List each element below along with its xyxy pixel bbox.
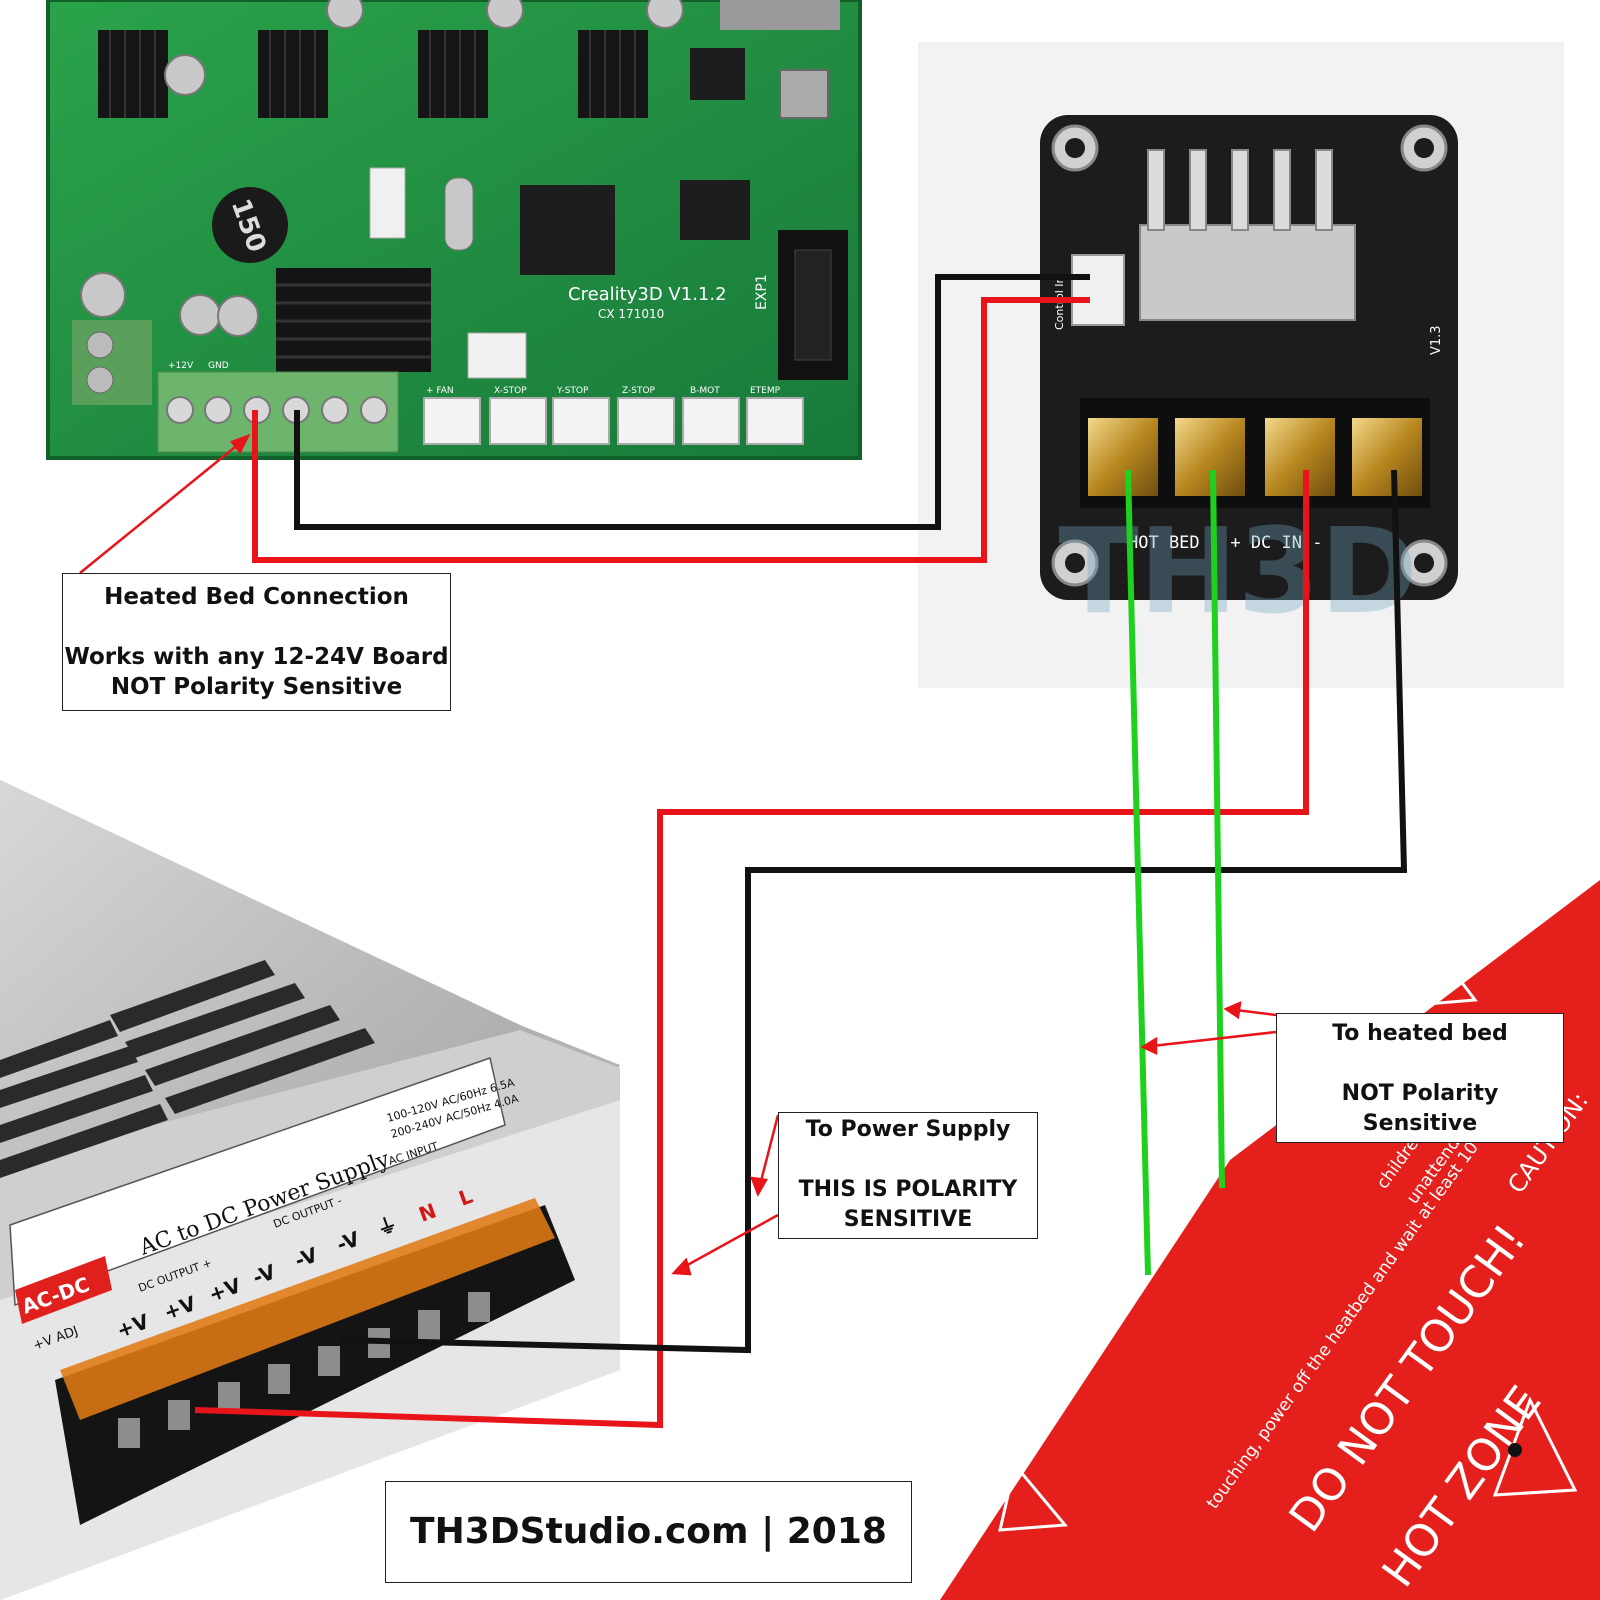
callout-line: Works with any 12-24V Board [64, 644, 449, 670]
bed-wire-green-1 [1125, 469, 1151, 1276]
psu-wire-red [194, 470, 1309, 1429]
wires [194, 274, 1408, 1429]
mosfet-module: Control In V1.3 HOT BED + DC IN - TH3D [918, 42, 1564, 688]
psu-vents [0, 960, 375, 1178]
footer-credit: TH3DStudio.com | 2018 [385, 1481, 912, 1583]
control-wire-black [294, 274, 1090, 530]
mosfet-heatsink [276, 268, 431, 372]
exp1-header [778, 230, 848, 380]
bed-wire-green-2 [1210, 469, 1225, 1189]
connector-label: Z-STOP [622, 386, 656, 396]
control-wire-red [252, 297, 1090, 563]
power-label: +12V [168, 361, 194, 371]
exp1-label: EXP1 [754, 274, 770, 310]
pointer-arrows [79, 433, 1277, 1276]
power-label: GND [208, 361, 229, 371]
callout-line: NOT Polarity [1341, 1081, 1499, 1106]
control-in-label: Control In [1053, 276, 1066, 330]
callout-line: NOT Polarity Sensitive [110, 674, 403, 700]
connector-label: ETEMP [750, 386, 781, 396]
callout-line: Sensitive [1362, 1111, 1478, 1136]
callout-line: THIS IS POLARITY [798, 1177, 1018, 1202]
footer-text: TH3DStudio.com | 2018 [410, 1511, 887, 1552]
psu-terminal-label: N [416, 1198, 440, 1226]
connector-label: Y-STOP [556, 386, 589, 396]
heated-bed-connection-callout: Heated Bed Connection Works with any 12-… [62, 573, 451, 711]
module-screw-terminals [1080, 398, 1430, 508]
module-heatsink [1139, 149, 1356, 321]
connector-label: + FAN [426, 386, 454, 396]
callout-title: Heated Bed Connection [104, 584, 409, 610]
module-terminal-labels: HOT BED + DC IN - [1128, 533, 1322, 553]
board-model-text: Creality3D V1.1.2 [568, 284, 727, 305]
bed-output-terminal [157, 371, 399, 453]
inductor: 150 [212, 187, 288, 263]
th3d-watermark: TH3D [1058, 502, 1417, 640]
psu-terminal-block [55, 1198, 575, 1525]
heated-bed: DO NOT TOUCH! HOT ZONE CAUTION: touching… [940, 880, 1600, 1600]
microcontroller-chip [520, 48, 750, 275]
to-heated-bed-callout: To heated bed NOT Polarity Sensitive [1276, 1013, 1564, 1143]
connector-label: X-STOP [494, 386, 527, 396]
module-version-label: V1.3 [1429, 325, 1444, 355]
psu-wire-black [339, 469, 1408, 1354]
board-code-text: CX 171010 [598, 307, 664, 321]
callout-title: To Power Supply [805, 1117, 1011, 1142]
controller-board: 150 [46, 0, 862, 460]
power-input-terminal [72, 320, 152, 405]
power-supply: AC-DC AC to DC Power Supply 100-120V AC/… [0, 780, 620, 1600]
callout-line: SENSITIVE [843, 1207, 973, 1232]
jst-connectors [423, 397, 804, 445]
callout-title: To heated bed [1332, 1021, 1508, 1046]
connector-label: B-MOT [690, 386, 720, 396]
to-power-supply-callout: To Power Supply THIS IS POLARITY SENSITI… [778, 1112, 1038, 1239]
